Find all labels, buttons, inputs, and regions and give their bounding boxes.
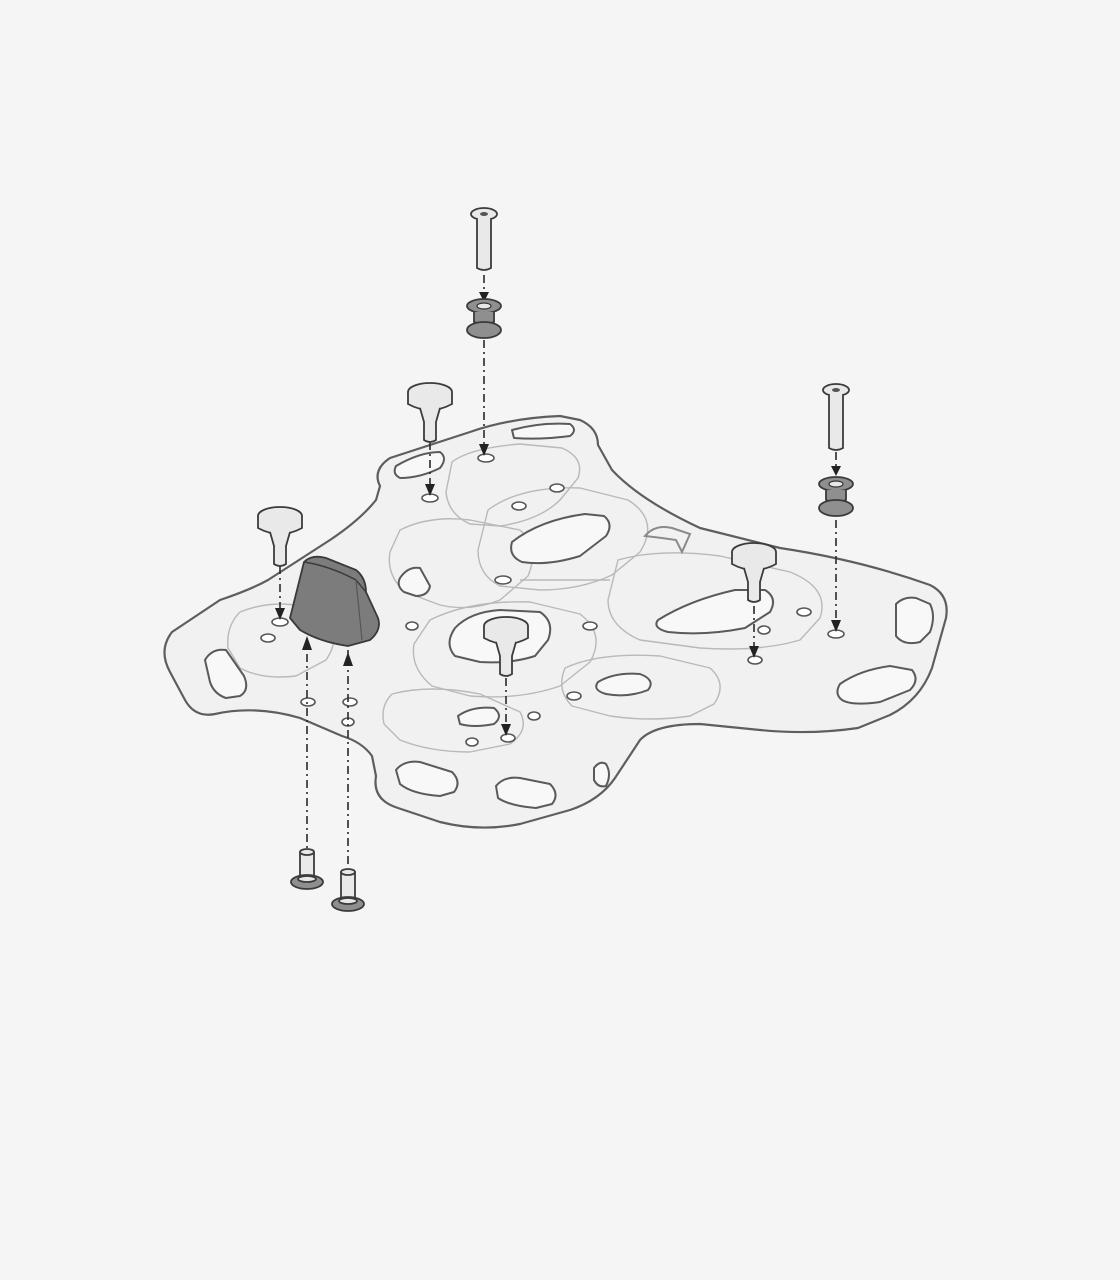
assembly-arrow [275,566,285,620]
mounting-hole [566,691,582,701]
handle-slot [395,760,459,797]
handle-slot [495,776,557,809]
handle-slot [836,665,917,705]
plate-cutout [510,513,611,565]
spacer-bushing [818,476,854,517]
mounting-hole [757,625,771,635]
plate-cutout [511,422,575,440]
short-bolt [331,868,365,912]
mounting-hole [465,737,479,747]
brand-logo-mark [643,526,692,555]
mounting-hole [582,621,598,631]
mounting-hole [260,633,276,643]
assembly-arrow [831,452,841,476]
short-bolt [290,848,324,890]
mounting-hole [477,453,495,463]
plate-cutout [393,451,445,479]
mushroom-stud [731,542,777,603]
mounting-hole [405,621,419,631]
mushroom-stud [257,506,303,567]
long-bolt [822,383,850,451]
handle-slot [895,596,934,645]
assembly-arrows [275,275,841,864]
rubber-stop-block [289,555,380,647]
mushroom-stud [407,382,453,443]
assembly-arrow [343,652,353,864]
assembly-arrow [749,606,759,658]
mounting-hole [500,733,516,743]
mounting-hole [342,697,358,707]
mounting-hole [494,575,512,585]
mounting-hole [300,697,316,707]
handle-slot [593,761,610,788]
assembly-arrow [425,442,435,496]
rack-top-plate [163,414,948,829]
mounting-hole [796,607,812,617]
mushroom-stud [483,616,529,677]
mounting-hole [511,501,527,511]
assembly-arrow [501,678,511,736]
handle-slot [204,648,248,699]
spacer-bushing [466,298,502,339]
plate-cutout [655,589,775,635]
assembly-arrow [831,520,841,632]
mounting-hole [527,711,541,721]
assembly-arrow [479,275,489,302]
mounting-hole [549,483,565,493]
assembly-arrow [479,340,489,456]
plate-cutout [595,672,652,697]
mounting-hole [747,655,763,665]
plate-cutout [457,706,500,727]
long-bolt [470,207,498,271]
assembly-arrow [302,636,312,860]
plate-cutout [397,566,431,597]
